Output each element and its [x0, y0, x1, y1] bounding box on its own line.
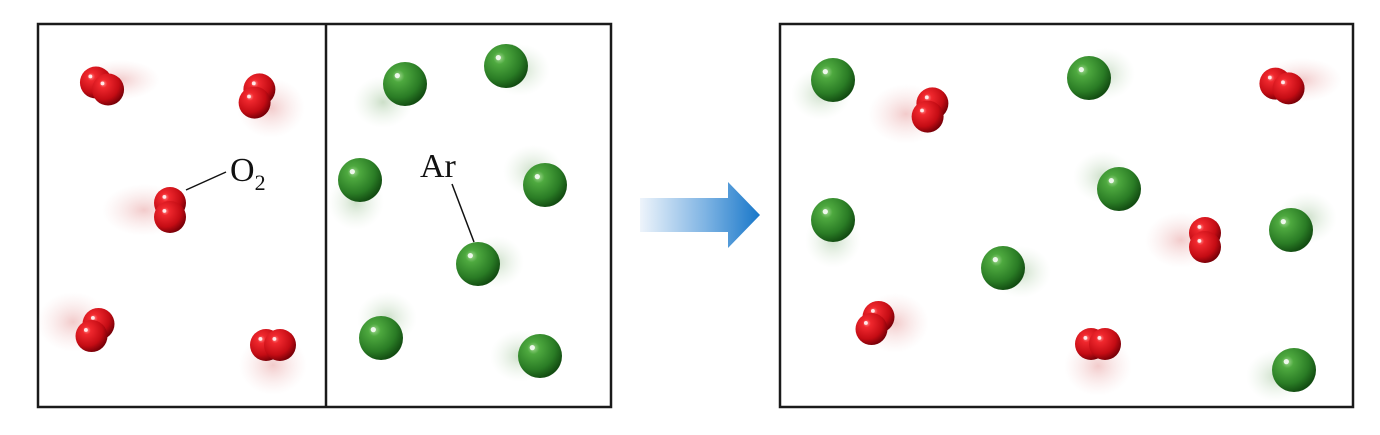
oxygen-atom-highlight — [162, 209, 167, 213]
ar-atom — [805, 198, 861, 268]
argon-atom — [383, 62, 427, 106]
o2-molecule — [855, 293, 929, 353]
panel-before: O2 Ar — [36, 22, 613, 409]
ar-atom — [1246, 348, 1316, 402]
ar-atom — [357, 292, 417, 360]
oxygen-atom — [75, 320, 108, 353]
argon-atom — [338, 158, 382, 202]
ar-label-text: Ar — [420, 148, 457, 185]
argon-atom — [811, 58, 855, 102]
o2-molecule — [868, 84, 949, 144]
oxygen-atom-highlight — [863, 321, 868, 325]
before-molecules — [37, 44, 567, 395]
argon-atom-highlight — [349, 169, 355, 175]
oxygen-atom-highlight — [1083, 336, 1088, 340]
ar-atom — [791, 58, 855, 120]
argon-atom-highlight — [822, 69, 828, 75]
o2-molecule — [239, 329, 307, 395]
oxygen-atom — [1189, 231, 1221, 263]
oxygen-atom — [1089, 328, 1121, 360]
argon-atom — [811, 198, 855, 242]
o2-molecule — [1259, 58, 1342, 105]
argon-atom-highlight — [534, 174, 540, 180]
ar-atom — [1269, 192, 1337, 252]
oxygen-atom-highlight — [100, 81, 105, 86]
argon-atom-highlight — [467, 253, 473, 259]
oxygen-atom-highlight — [1097, 336, 1102, 340]
o2-label-main: O — [230, 152, 255, 189]
argon-atom-highlight — [495, 55, 501, 61]
o2-molecule — [1145, 212, 1221, 268]
svg-text:O2: O2 — [230, 152, 266, 195]
argon-atom — [359, 316, 403, 360]
ar-atom — [1067, 48, 1135, 100]
oxygen-atom-highlight — [924, 95, 929, 100]
oxygen-atom-highlight — [1197, 225, 1202, 229]
argon-atom-highlight — [1283, 359, 1289, 365]
argon-atom — [456, 242, 500, 286]
ar-atom — [328, 158, 384, 230]
argon-atom-highlight — [529, 345, 535, 351]
after-molecules — [791, 48, 1342, 402]
oxygen-atom-highlight — [1267, 75, 1272, 80]
ar-atom — [456, 236, 524, 288]
argon-atom-highlight — [1078, 67, 1084, 73]
argon-atom-highlight — [394, 73, 400, 79]
ar-atom — [503, 145, 567, 207]
argon-atom — [1272, 348, 1316, 392]
o2-molecule — [102, 184, 186, 236]
oxygen-atom-highlight — [1281, 80, 1285, 85]
oxygen-atom-highlight — [247, 94, 251, 99]
mixing-arrow — [640, 182, 760, 248]
oxygen-atom-highlight — [251, 81, 256, 86]
o2-molecule — [1064, 328, 1132, 396]
argon-atom-highlight — [1108, 178, 1114, 184]
ar-label: Ar — [420, 148, 475, 243]
argon-atom — [1097, 167, 1141, 211]
oxygen-atom-highlight — [870, 308, 875, 313]
argon-atom — [1067, 56, 1111, 100]
ar-atom — [353, 62, 427, 128]
panel-after — [778, 22, 1355, 409]
argon-atom — [523, 163, 567, 207]
o2-molecule — [79, 60, 160, 106]
o2-label: O2 — [185, 152, 266, 195]
oxygen-atom-highlight — [1197, 239, 1202, 243]
argon-atom-highlight — [370, 327, 376, 333]
argon-atom — [981, 246, 1025, 290]
oxygen-atom-highlight — [83, 328, 88, 332]
o2-label-subscript: 2 — [255, 170, 266, 195]
argon-atom — [484, 44, 528, 88]
argon-atom-highlight — [1280, 219, 1286, 225]
ar-atom — [1073, 151, 1141, 211]
oxygen-atom — [1272, 72, 1305, 105]
oxygen-atom-highlight — [920, 108, 924, 113]
ar-atom — [981, 246, 1051, 298]
oxygen-atom-highlight — [88, 74, 93, 79]
oxygen-atom — [911, 100, 944, 133]
ar-pointer-line — [451, 183, 475, 243]
oxygen-atom — [92, 73, 125, 106]
oxygen-atom — [154, 201, 186, 233]
o2-molecule — [237, 73, 305, 138]
argon-atom — [1269, 208, 1313, 252]
oxygen-atom — [855, 313, 888, 346]
argon-atom-highlight — [822, 209, 828, 215]
argon-atom-highlight — [992, 257, 998, 263]
oxygen-atom-highlight — [162, 195, 167, 199]
ar-atom — [490, 330, 562, 382]
ar-atom — [484, 44, 550, 96]
oxygen-atom — [264, 329, 296, 361]
argon-atom — [518, 334, 562, 378]
oxygen-atom-highlight — [272, 337, 277, 341]
oxygen-atom — [238, 86, 271, 119]
o2-pointer-line — [185, 171, 227, 191]
oxygen-atom-highlight — [90, 315, 95, 320]
o2-molecule — [37, 292, 115, 353]
oxygen-atom-highlight — [258, 337, 263, 341]
